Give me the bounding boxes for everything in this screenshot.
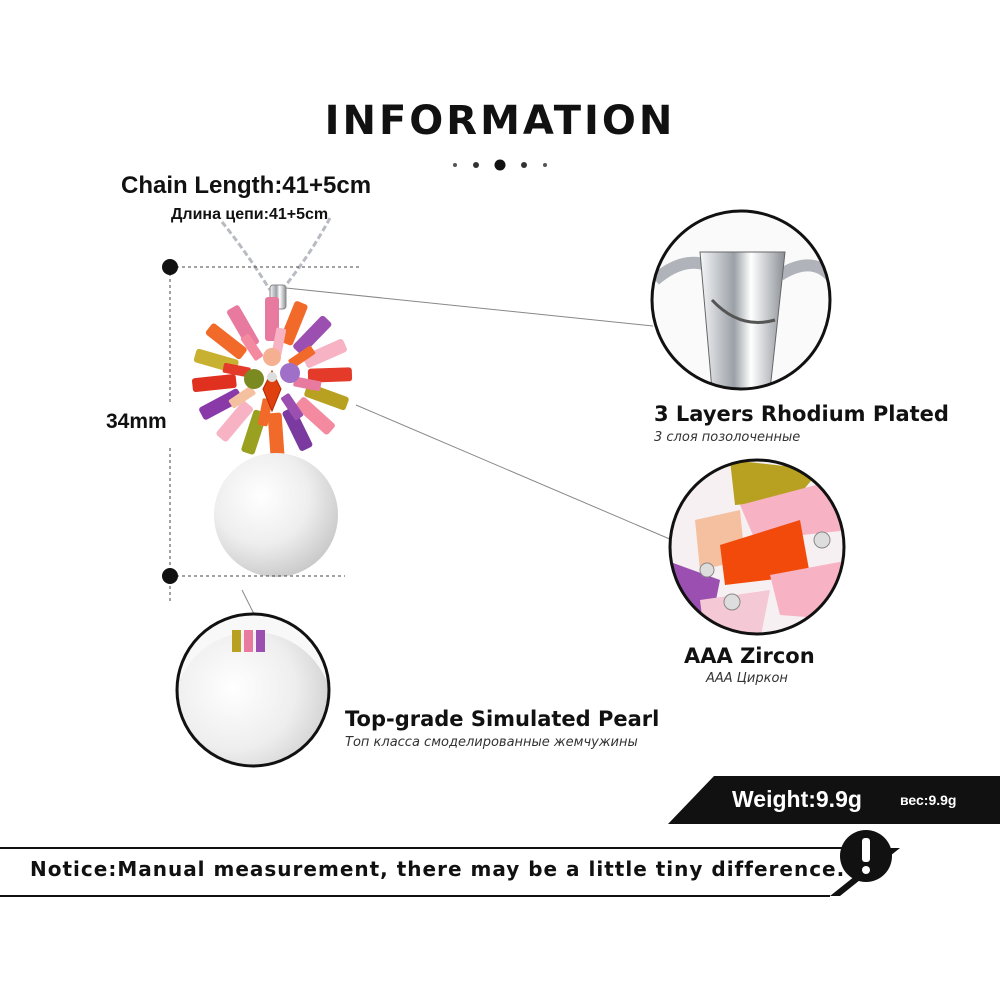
chain [220,217,332,291]
exclamation-icon [840,830,892,882]
feature-pearl-label: Top-grade Simulated Pearl [345,707,660,731]
feature-zircon-label: AAA Zircon [684,644,815,668]
feature-pearl-label-ru: Топ класса смоделированные жемчужины [345,735,638,750]
detail-circle-zircon [668,458,846,636]
weight-label: Weight:9.9g [732,786,862,812]
feature-zircon-label-ru: AAA Циркон [706,671,788,686]
feature-rhodium-label-ru: 3 слоя позолоченные [654,430,801,445]
chain-length-label-ru: Длина цепи:41+5cm [171,206,329,223]
page-title: INFORMATION [324,98,676,144]
weight-badge [668,776,1000,824]
notice-text: Notice:Manual measurement, there may be … [30,857,846,881]
height-dimension-guide [162,259,360,603]
chain-length-label: Chain Length:41+5cm [121,172,372,199]
zircon-flower [192,297,353,458]
weight-label-ru: вес:9.9g [900,792,957,808]
pearl [214,453,338,577]
detail-circle-pearl [175,612,331,768]
title-dots-ornament [453,159,547,171]
feature-rhodium-label: 3 Layers Rhodium Plated [654,402,949,426]
detail-circle-rhodium [650,209,832,391]
height-dimension-label: 34mm [106,410,167,433]
